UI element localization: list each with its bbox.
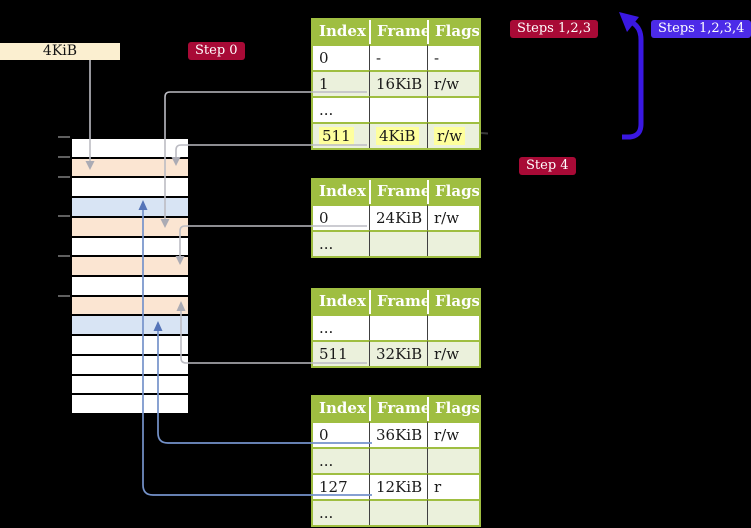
- table-cell: ...: [313, 314, 369, 340]
- memory-frame-blue: [72, 198, 188, 216]
- column-header: Frame: [369, 180, 427, 204]
- column-header: Flags: [427, 20, 479, 44]
- table-cell: -: [369, 44, 427, 70]
- table-cell: 1: [313, 70, 369, 96]
- table-cell: 36KiB: [369, 421, 427, 447]
- table-cell: 0: [313, 204, 369, 230]
- memory-frame-white: [72, 395, 188, 414]
- table-cell: 32KiB: [369, 340, 427, 366]
- memory-frame-peach: [72, 296, 188, 315]
- memory-frame-peach: [72, 158, 188, 177]
- column-header: Frame: [369, 397, 427, 421]
- table-cell: r/w: [427, 70, 479, 96]
- memory-frame-peach: [72, 257, 188, 276]
- badge-steps-1-2-3: Steps 1,2,3: [510, 20, 599, 38]
- table-cell: [427, 314, 479, 340]
- arrow-translation-loop: [619, 12, 644, 140]
- column-header: Flags: [427, 397, 479, 421]
- frame-size-label: 4KiB: [0, 43, 120, 60]
- badge-step-4: Step 4: [519, 157, 576, 175]
- column-header: Flags: [427, 290, 479, 314]
- table-cell: [369, 447, 427, 473]
- table-cell: 12KiB: [369, 473, 427, 499]
- table-cell: ...: [313, 230, 369, 256]
- table-cell: r/w: [427, 340, 479, 366]
- table-cell: 24KiB: [369, 204, 427, 230]
- memory-frame-white: [72, 336, 188, 354]
- table1-row-anchor-stub: [480, 132, 489, 135]
- column-header: Index: [313, 180, 369, 204]
- table-cell: r/w: [427, 122, 479, 148]
- column-header: Index: [313, 20, 369, 44]
- table-cell: [369, 314, 427, 340]
- memory-frame-white: [72, 277, 188, 295]
- memory-frame-peach: [72, 217, 188, 236]
- column-header: Frame: [369, 20, 427, 44]
- table-cell: [369, 499, 427, 525]
- table-cell: 511: [313, 340, 369, 366]
- column-header: Index: [313, 397, 369, 421]
- column-header: Frame: [369, 290, 427, 314]
- memory-frame-white: [72, 355, 188, 374]
- memory-frame-white: [72, 178, 188, 197]
- table-cell: [427, 499, 479, 525]
- badge-steps-1-2-3-4: Steps 1,2,3,4: [651, 20, 751, 38]
- table-cell: r/w: [427, 204, 479, 230]
- table-cell: 4KiB: [369, 122, 427, 148]
- memory-stack: [70, 137, 190, 415]
- table-cell: ...: [313, 96, 369, 122]
- table-cell: [427, 96, 479, 122]
- table-cell: -: [427, 44, 479, 70]
- table-cell: 0: [313, 44, 369, 70]
- column-header: Index: [313, 290, 369, 314]
- badge-step-0: Step 0: [188, 42, 245, 60]
- memory-frame-blue: [72, 316, 188, 335]
- frame-boundary-ticks: [58, 136, 70, 297]
- table-cell: r/w: [427, 421, 479, 447]
- memory-frame-white: [72, 139, 188, 157]
- highlighted-value: 4KiB: [376, 127, 419, 145]
- table-cell: [369, 230, 427, 256]
- table-cell: 0: [313, 421, 369, 447]
- table-cell: 127: [313, 473, 369, 499]
- table-cell: 16KiB: [369, 70, 427, 96]
- highlighted-value: 511: [319, 127, 354, 145]
- table-cell: 511: [313, 122, 369, 148]
- table-cell: [427, 230, 479, 256]
- memory-frame-white: [72, 375, 188, 394]
- column-header: Flags: [427, 180, 479, 204]
- table-cell: r: [427, 473, 479, 499]
- table-cell: ...: [313, 499, 369, 525]
- memory-frame-white: [72, 237, 188, 256]
- table-cell: [427, 447, 479, 473]
- table-cell: [369, 96, 427, 122]
- highlighted-value: r/w: [434, 127, 466, 145]
- table-cell: ...: [313, 447, 369, 473]
